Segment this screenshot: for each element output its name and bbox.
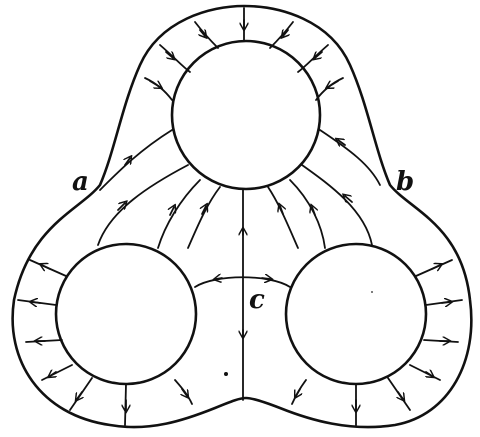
- label-c: c: [249, 285, 265, 315]
- label-b: b: [396, 167, 414, 197]
- link-line: [194, 276, 291, 288]
- top-circle: [170, 39, 322, 191]
- left-circle: [54, 242, 198, 386]
- dot-mark: [224, 372, 228, 376]
- field-lines: [17, 7, 463, 426]
- dot-mark: [371, 291, 373, 293]
- label-a: a: [72, 167, 89, 197]
- right-circle: [284, 242, 428, 386]
- outer-boundary: [11, 4, 473, 429]
